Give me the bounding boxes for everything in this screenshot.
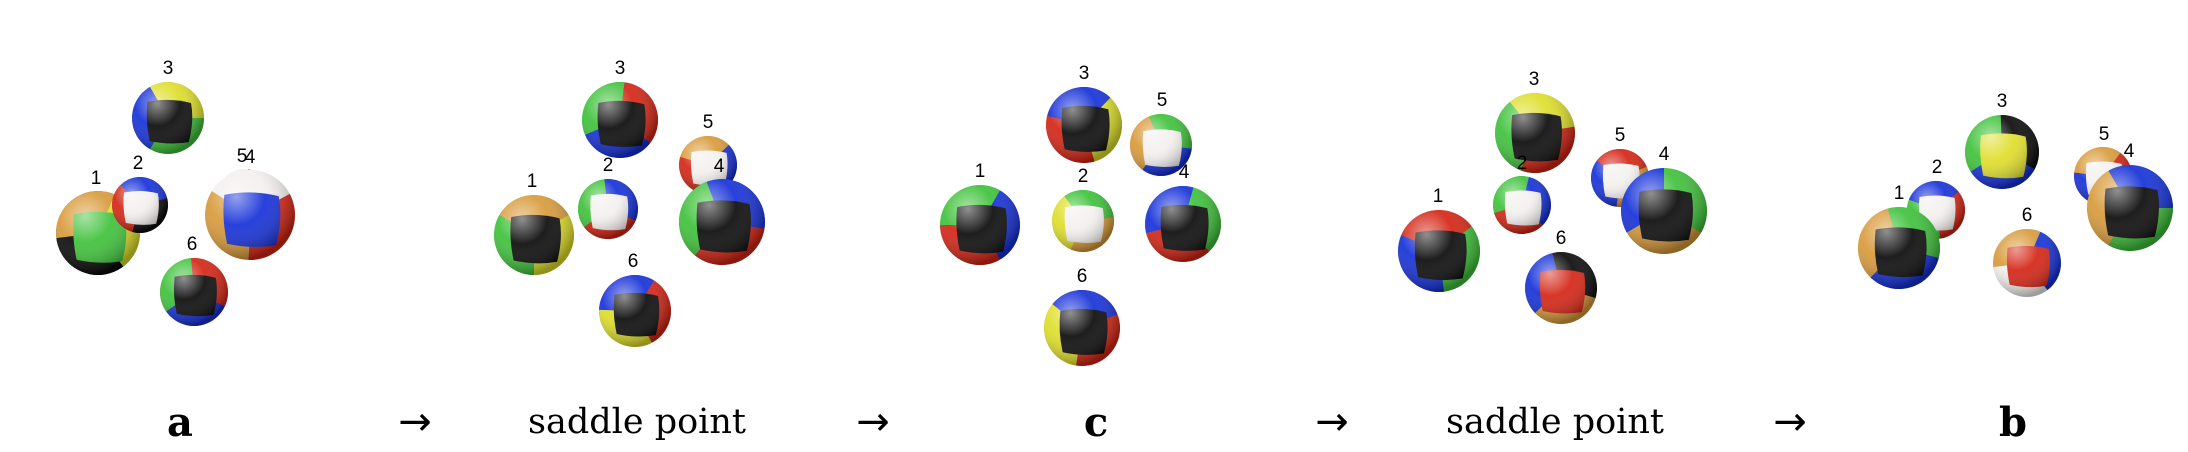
ball-shading <box>1046 87 1122 163</box>
ball-3: 3 <box>582 58 658 158</box>
ball-1: 1 <box>1398 186 1480 292</box>
configuration-3: 3 5 1 2 4 6 <box>940 63 1221 366</box>
ball-number-label: 4 <box>2124 141 2135 162</box>
ball-number-label: 3 <box>1079 63 1090 84</box>
ball-shading <box>582 82 658 158</box>
ball-4: 4 <box>1145 162 1221 262</box>
ball-number-label: 5 <box>1615 125 1626 146</box>
arrow-right-icon: → <box>1315 399 1349 445</box>
ball-2: 2 <box>578 155 638 239</box>
ball-shading <box>578 179 638 239</box>
ball-3: 3 <box>1965 91 2039 189</box>
ball-shading <box>132 82 204 154</box>
ball-shading <box>1398 210 1480 292</box>
ball-shading <box>1493 176 1551 234</box>
ball-3: 3 <box>1046 63 1122 163</box>
ball-4: 4 <box>205 147 295 260</box>
ball-number-label: 2 <box>1078 166 1089 187</box>
ball-number-label: 3 <box>1997 91 2008 112</box>
ball-number-label: 1 <box>975 161 986 182</box>
ball-number-label: 5 <box>2099 124 2110 145</box>
ball-shading <box>1621 168 1707 254</box>
configuration-5: 3 2 1 54 6 <box>1858 91 2173 297</box>
ball-shading <box>1495 93 1575 173</box>
ball-number-label: 5 <box>1157 90 1168 111</box>
arrow-right-icon: → <box>856 399 890 445</box>
ball-2: 2 <box>1052 166 1114 252</box>
caption-saddle-point-2: saddle point <box>1446 402 1664 442</box>
ball-number-label: 5 <box>703 112 714 133</box>
arrow-right-icon: → <box>398 399 432 445</box>
ball-number-label: 1 <box>91 168 102 189</box>
ball-number-label: 2 <box>1517 153 1528 174</box>
ball-number-label: 4 <box>714 156 725 177</box>
ball-shading <box>1145 186 1221 262</box>
ball-shading <box>494 195 574 275</box>
arrow-right-icon: → <box>1773 399 1807 445</box>
ball-shading <box>1130 114 1192 176</box>
ball-number-label: 6 <box>1077 266 1088 287</box>
ball-number-label: 6 <box>187 234 198 255</box>
ball-number-label: 5 <box>237 146 248 167</box>
ball-6: 6 <box>599 251 671 347</box>
ball-shading <box>679 179 765 265</box>
ball-3: 3 <box>1495 69 1575 173</box>
ball-number-label: 3 <box>615 58 626 79</box>
ball-number-label: 4 <box>1179 162 1190 183</box>
ball-number-label: 1 <box>527 171 538 192</box>
ball-number-label: 2 <box>603 155 614 176</box>
configuration-2: 3 1 2 5 4 6 <box>494 58 765 347</box>
ball-shading <box>940 185 1020 265</box>
ball-number-label: 1 <box>1894 183 1905 204</box>
ball-shading <box>2087 165 2173 251</box>
ball-shading <box>1052 190 1114 252</box>
ball-number-label: 3 <box>163 58 174 79</box>
configuration-4: 3 2 5 4 1 6 <box>1398 69 1707 324</box>
ball-number-label: 2 <box>1932 157 1943 178</box>
ball-number-label: 6 <box>2022 205 2033 226</box>
ball-shading <box>599 275 671 347</box>
ball-1: 1 <box>940 161 1020 265</box>
caption-c: c <box>1083 398 1109 446</box>
ball-number-label: 2 <box>133 153 144 174</box>
ball-shading <box>1525 252 1597 324</box>
caption-b: b <box>1999 398 2027 446</box>
configuration-1: 3 1 2 54 6 <box>56 58 295 326</box>
ball-number-label: 4 <box>1659 144 1670 165</box>
ball-shading <box>160 258 228 326</box>
ball-3: 3 <box>132 58 204 154</box>
ball-shading <box>1993 229 2061 297</box>
ball-1: 1 <box>494 171 574 275</box>
ball-number-label: 1 <box>1433 186 1444 207</box>
ball-6: 6 <box>1044 266 1120 366</box>
ball-shading <box>1858 207 1940 289</box>
ball-number-label: 6 <box>628 251 639 272</box>
caption-a: a <box>167 398 193 446</box>
ball-shading <box>1965 115 2039 189</box>
ball-6: 6 <box>1525 228 1597 324</box>
ball-number-label: 3 <box>1529 69 1540 90</box>
ball-shading <box>112 177 168 233</box>
ball-shading <box>205 170 295 260</box>
ball-number-label: 6 <box>1556 228 1567 249</box>
ball-number-label: 4 <box>245 147 256 168</box>
caption-saddle-point-1: saddle point <box>528 402 746 442</box>
ball-6: 6 <box>1993 205 2061 297</box>
ball-shading <box>1044 290 1120 366</box>
